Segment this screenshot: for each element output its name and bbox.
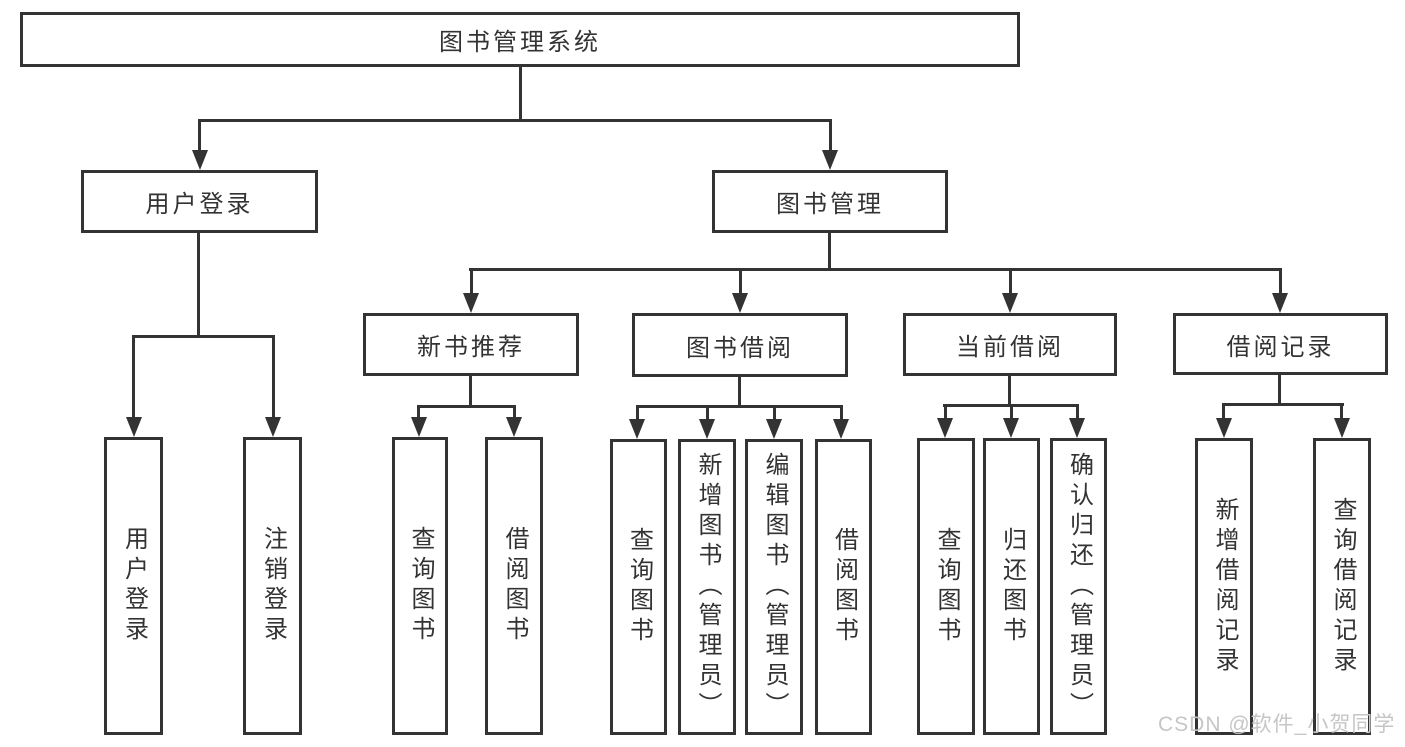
connector-line xyxy=(829,119,832,152)
connector-line xyxy=(1008,376,1011,406)
connector-line xyxy=(706,405,709,421)
leaf-query-borrow-record: 查询借阅记录 xyxy=(1313,438,1371,735)
connector-line xyxy=(417,405,516,408)
leaf-query-book-1: 查询图书 xyxy=(392,437,448,735)
connector-line xyxy=(636,405,639,421)
arrow-down-icon xyxy=(1216,418,1232,438)
arrow-down-icon xyxy=(126,417,142,437)
arrow-down-icon xyxy=(463,293,479,313)
leaf-borrow-book-1: 借阅图书 xyxy=(485,437,543,735)
leaf-borrow-book-2: 借阅图书 xyxy=(815,439,872,735)
arrow-down-icon xyxy=(1272,293,1288,313)
connector-line xyxy=(738,377,741,407)
leaf-user-login: 用户登录 xyxy=(104,437,163,735)
connector-line xyxy=(198,119,201,152)
leaf-add-borrow-record: 新增借阅记录 xyxy=(1195,438,1253,735)
connector-line xyxy=(417,405,420,420)
arrow-down-icon xyxy=(506,417,522,437)
arrow-down-icon xyxy=(1334,418,1350,438)
arrow-down-icon xyxy=(699,419,715,439)
connector-line xyxy=(1010,404,1013,420)
arrow-down-icon xyxy=(822,150,838,170)
arrow-down-icon xyxy=(1003,418,1019,438)
connector-line xyxy=(132,335,135,420)
arrow-down-icon xyxy=(937,418,953,438)
leaf-logout: 注销登录 xyxy=(243,437,302,735)
connector-line xyxy=(519,67,522,121)
connector-line xyxy=(513,405,516,420)
arrow-down-icon xyxy=(1002,293,1018,313)
connector-line xyxy=(470,268,473,296)
leaf-confirm-return-admin: 确认归还（管理员） xyxy=(1050,438,1107,735)
connector-line xyxy=(469,376,472,408)
leaf-query-book-3: 查询图书 xyxy=(917,438,975,735)
connector-line xyxy=(636,405,843,408)
connector-line xyxy=(1222,403,1225,420)
node-borrow-records: 借阅记录 xyxy=(1173,313,1388,375)
connector-line xyxy=(944,404,947,420)
csdn-watermark: CSDN @软件_小贺同学 xyxy=(1158,713,1396,736)
arrow-down-icon xyxy=(1069,418,1085,438)
connector-line xyxy=(828,233,831,271)
node-book-management: 图书管理 xyxy=(712,170,948,233)
connector-line xyxy=(739,268,742,296)
connector-line xyxy=(272,335,275,420)
node-book-borrow: 图书借阅 xyxy=(632,313,848,377)
connector-line xyxy=(469,268,1282,271)
arrow-down-icon xyxy=(411,417,427,437)
connector-line xyxy=(1279,268,1282,296)
leaf-query-book-2: 查询图书 xyxy=(610,439,667,735)
node-root-system: 图书管理系统 xyxy=(20,12,1020,67)
connector-line xyxy=(1278,375,1281,405)
connector-line xyxy=(1222,403,1344,406)
arrow-down-icon xyxy=(766,419,782,439)
connector-line xyxy=(840,405,843,421)
connector-line xyxy=(1340,403,1343,420)
arrow-down-icon xyxy=(192,150,208,170)
node-current-borrow: 当前借阅 xyxy=(903,313,1117,376)
arrow-down-icon xyxy=(732,293,748,313)
arrow-down-icon xyxy=(833,419,849,439)
node-new-book-recommend: 新书推荐 xyxy=(363,313,579,376)
leaf-edit-book-admin: 编辑图书（管理员） xyxy=(745,439,803,735)
arrow-down-icon xyxy=(265,417,281,437)
connector-line xyxy=(197,233,200,337)
leaf-add-book-admin: 新增图书（管理员） xyxy=(678,439,736,735)
arrow-down-icon xyxy=(629,419,645,439)
connector-line xyxy=(773,405,776,421)
connector-line xyxy=(198,119,832,122)
connector-line xyxy=(1009,268,1012,296)
connector-line xyxy=(1076,404,1079,420)
node-user-login: 用户登录 xyxy=(81,170,318,233)
leaf-return-book: 归还图书 xyxy=(983,438,1040,735)
connector-line xyxy=(132,335,275,338)
